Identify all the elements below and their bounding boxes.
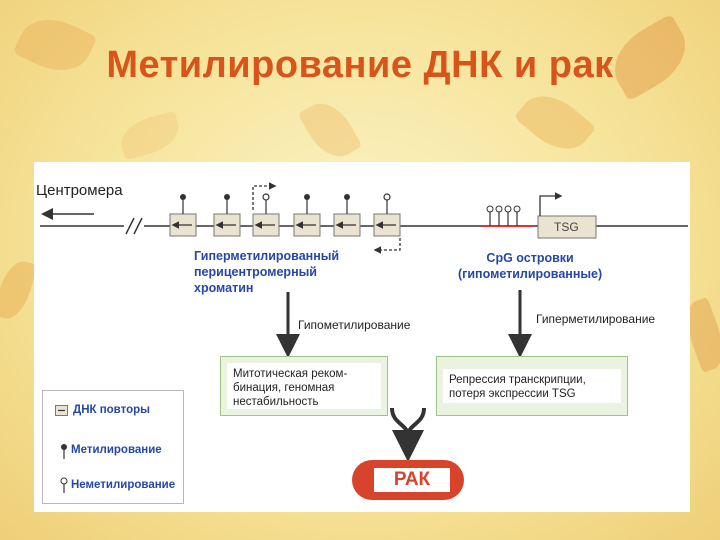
background-leaf	[297, 94, 363, 166]
transcription-arrow	[373, 238, 401, 254]
legend-repeats: ДНК повторы	[73, 404, 150, 416]
cancer-node: РАК	[352, 460, 464, 500]
legend-unmethylation: Неметилирование	[71, 479, 176, 491]
methylation-pin	[224, 194, 230, 200]
dna-repeat-6	[373, 193, 401, 254]
unmethylation-legend-icon	[60, 477, 68, 493]
unmethylation-pin	[262, 193, 270, 201]
methylation-legend-icon	[61, 444, 67, 459]
legend: ДНК повторы Метилирование Неметилировани…	[42, 390, 184, 504]
background-leaf	[0, 257, 38, 323]
hypomethylation-label: Гипометилирование	[298, 318, 411, 332]
methylation-pin	[304, 194, 310, 200]
centromere-label: Центромера	[36, 182, 123, 199]
tsg-label: TSG	[554, 220, 579, 234]
transcription-arrow	[252, 182, 277, 210]
cancer-label: РАК	[374, 468, 450, 492]
unmethylation-pin	[383, 193, 391, 201]
dna-repeat-1	[169, 194, 197, 237]
dna-repeat-3	[252, 182, 280, 237]
tsg-gene-box	[537, 215, 597, 239]
hypermethylation-label: Гиперметилирование	[536, 312, 656, 326]
diagram-panel: Центромера TSG Гиперметилированный периц…	[34, 162, 690, 512]
cpg-pins	[486, 205, 521, 226]
dna-repeat-5	[333, 194, 361, 237]
merge-arrow	[390, 407, 426, 437]
cpg-label: CpG островки (гипометилированные)	[458, 251, 603, 281]
tsg-transcription-arrow	[539, 192, 563, 216]
transcription-repression-box: Репрессия транскрипции, потеря экспресси…	[436, 356, 628, 416]
slide-title: Метилирование ДНК и рак	[106, 44, 614, 86]
background-leaf	[116, 110, 184, 161]
repeat-legend-icon	[55, 405, 68, 416]
dna-repeat-4	[293, 194, 321, 237]
legend-methylation: Метилирование	[71, 444, 162, 456]
dna-repeat-2	[213, 194, 241, 237]
methylation-pin	[344, 194, 350, 200]
genomic-instability-box: Митотическая реком- бинация, геномная не…	[220, 356, 388, 416]
background-leaf	[513, 82, 597, 163]
hyper-region-label: Гиперметилированный перицентромерный хро…	[194, 249, 340, 295]
diagram-graphics	[40, 182, 688, 462]
methylation-pin	[180, 194, 186, 200]
